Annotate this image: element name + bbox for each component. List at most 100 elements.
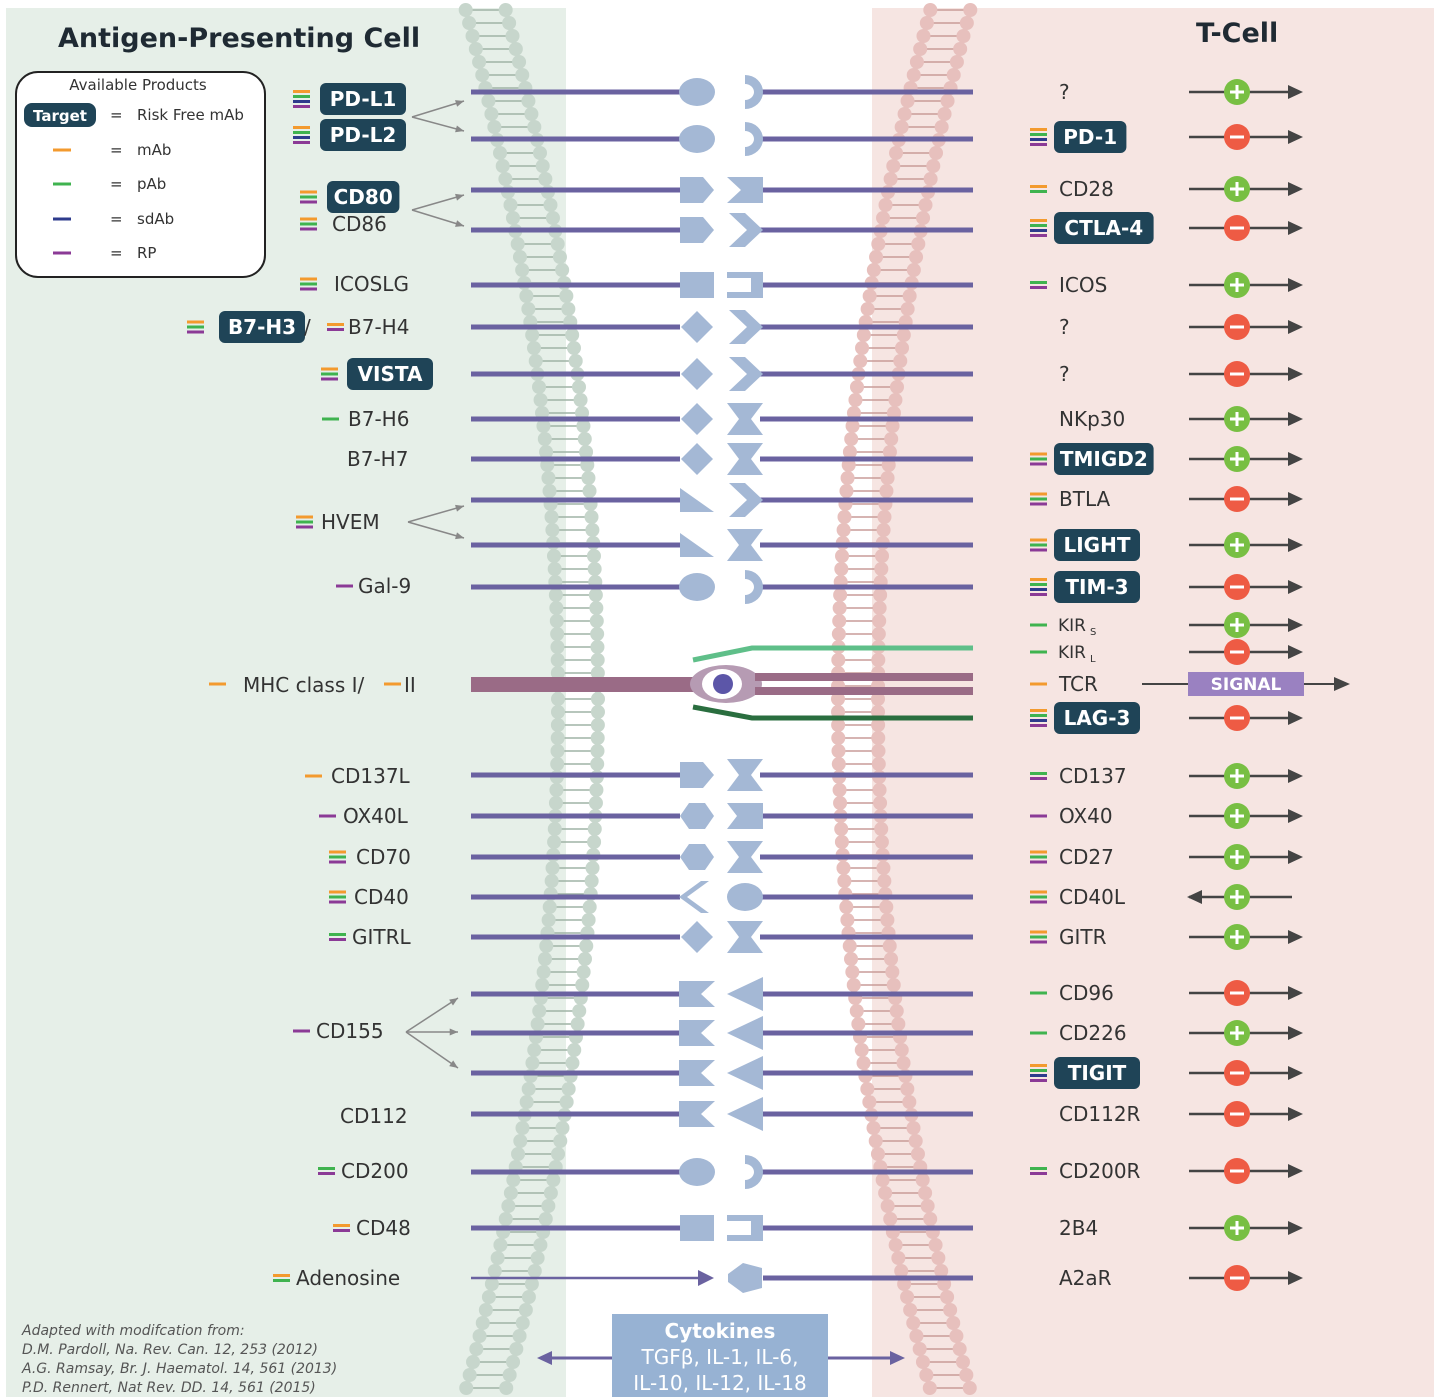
2b4-label: 2B4: [1059, 1216, 1098, 1240]
lipid-head: [918, 198, 933, 212]
lipid-head: [919, 1368, 934, 1382]
product-bar-pab: [1030, 190, 1047, 193]
lipid-head: [535, 159, 550, 173]
lipid-head: [856, 1056, 871, 1070]
lipid-head: [876, 211, 891, 225]
kirs-subscript: S: [1090, 627, 1096, 638]
lipid-head: [524, 1277, 539, 1291]
legend-label: mAb: [137, 141, 171, 159]
pd-l1-target-badge: [320, 83, 406, 115]
sign-stroke: [1235, 412, 1239, 426]
citation-line: D.M. Pardoll, Na. Rev. Can. 12, 253 (201…: [22, 1342, 318, 1358]
lipid-head: [871, 718, 886, 732]
lipid-head: [849, 1004, 864, 1018]
gitrl-label: GITRL: [352, 925, 412, 949]
lipid-head: [854, 1043, 869, 1057]
chevron-receptor: [729, 483, 763, 517]
arrowhead-icon: [537, 1351, 552, 1365]
lipid-head: [550, 705, 565, 719]
lipid-head: [896, 1056, 911, 1070]
sign-stroke: [1230, 1276, 1244, 1280]
sign-stroke: [1230, 650, 1244, 654]
lipid-head: [836, 523, 851, 537]
lipid-head: [831, 627, 846, 641]
signal-label: SIGNAL: [1211, 675, 1282, 695]
cd86-label: CD86: [332, 212, 387, 236]
cup-receptor: [745, 570, 763, 604]
pentagon-ligand: [680, 762, 714, 788]
lipid-head: [923, 1212, 938, 1226]
lipid-head: [920, 1199, 935, 1213]
arrowhead-icon: [1187, 890, 1202, 904]
lipid-head: [839, 900, 854, 914]
arrowhead-icon: [1288, 221, 1303, 235]
product-bar-pab: [1030, 1069, 1047, 1072]
fork-line: [411, 209, 465, 227]
bowtie-receptor: [727, 529, 763, 561]
lipid-head: [577, 952, 592, 966]
cd40-label: CD40: [354, 885, 409, 909]
lipid-head: [546, 549, 561, 563]
lipid-head: [525, 1056, 540, 1070]
lipid-head: [555, 1121, 570, 1135]
product-bar-pab: [1030, 281, 1047, 284]
lipid-head: [931, 1251, 946, 1265]
lipid-head: [581, 913, 596, 927]
lipid-head: [462, 16, 477, 30]
lipid-head: [524, 107, 539, 121]
cytokines-title: Cytokines: [665, 1319, 776, 1343]
lipid-head: [521, 1082, 536, 1096]
gitr-label: GITR: [1059, 925, 1107, 949]
product-bar-mab: [1030, 850, 1047, 854]
lipid-head: [527, 1043, 542, 1057]
lipid-head: [555, 263, 570, 277]
lipid-head: [895, 341, 910, 355]
circle-ligand: [679, 78, 715, 106]
lipid-head: [831, 757, 846, 771]
product-bar-mab: [1030, 709, 1047, 712]
hexagon-ligand: [680, 803, 714, 829]
product-bar-rp: [1030, 777, 1047, 780]
product-bar-rp: [296, 525, 313, 529]
lipid-head: [586, 549, 601, 563]
lipid-head: [915, 1173, 930, 1187]
lipid-head: [866, 263, 881, 277]
arrowhead-icon: [1288, 930, 1303, 944]
lipid-head: [856, 328, 871, 342]
lipid-head: [833, 796, 848, 810]
lipid-head: [543, 198, 558, 212]
lipid-head: [885, 965, 900, 979]
lipid-head: [484, 107, 499, 121]
product-bar-pab: [1030, 543, 1047, 547]
lipid-head: [835, 549, 850, 563]
lipid-head: [844, 432, 859, 446]
lipid-head: [549, 614, 564, 628]
pd-l-fork: [411, 100, 465, 133]
signal-badge: [1188, 672, 1304, 696]
lipid-head: [934, 120, 949, 134]
product-bar-rp: [1030, 940, 1047, 944]
legend-swatch: [53, 217, 71, 221]
lipid-head: [513, 1134, 528, 1148]
lipid-head: [487, 120, 502, 134]
lipid-head: [848, 393, 863, 407]
lipid-head: [577, 432, 592, 446]
product-bar-mab: [1030, 538, 1047, 542]
lipid-head: [465, 29, 480, 43]
lipid-head: [906, 68, 921, 82]
legend-swatch: [53, 148, 71, 152]
product-bar-mab: [1030, 578, 1047, 581]
lipid-head: [472, 1329, 487, 1343]
bowtie-receptor: [727, 921, 763, 953]
sign-stroke: [1235, 1221, 1239, 1235]
cd112r-label: CD112R: [1059, 1102, 1141, 1126]
cd40l-label: CD40L: [1059, 885, 1126, 909]
r-q2-label: ?: [1059, 315, 1070, 339]
product-bar-mab: [329, 890, 346, 894]
lipid-head: [900, 1082, 915, 1096]
cd80-fork: [411, 193, 465, 227]
light-target-badge: [1054, 529, 1140, 561]
product-bar-mab: [1030, 682, 1047, 686]
lipid-head: [550, 692, 565, 706]
fork-line: [411, 194, 465, 211]
